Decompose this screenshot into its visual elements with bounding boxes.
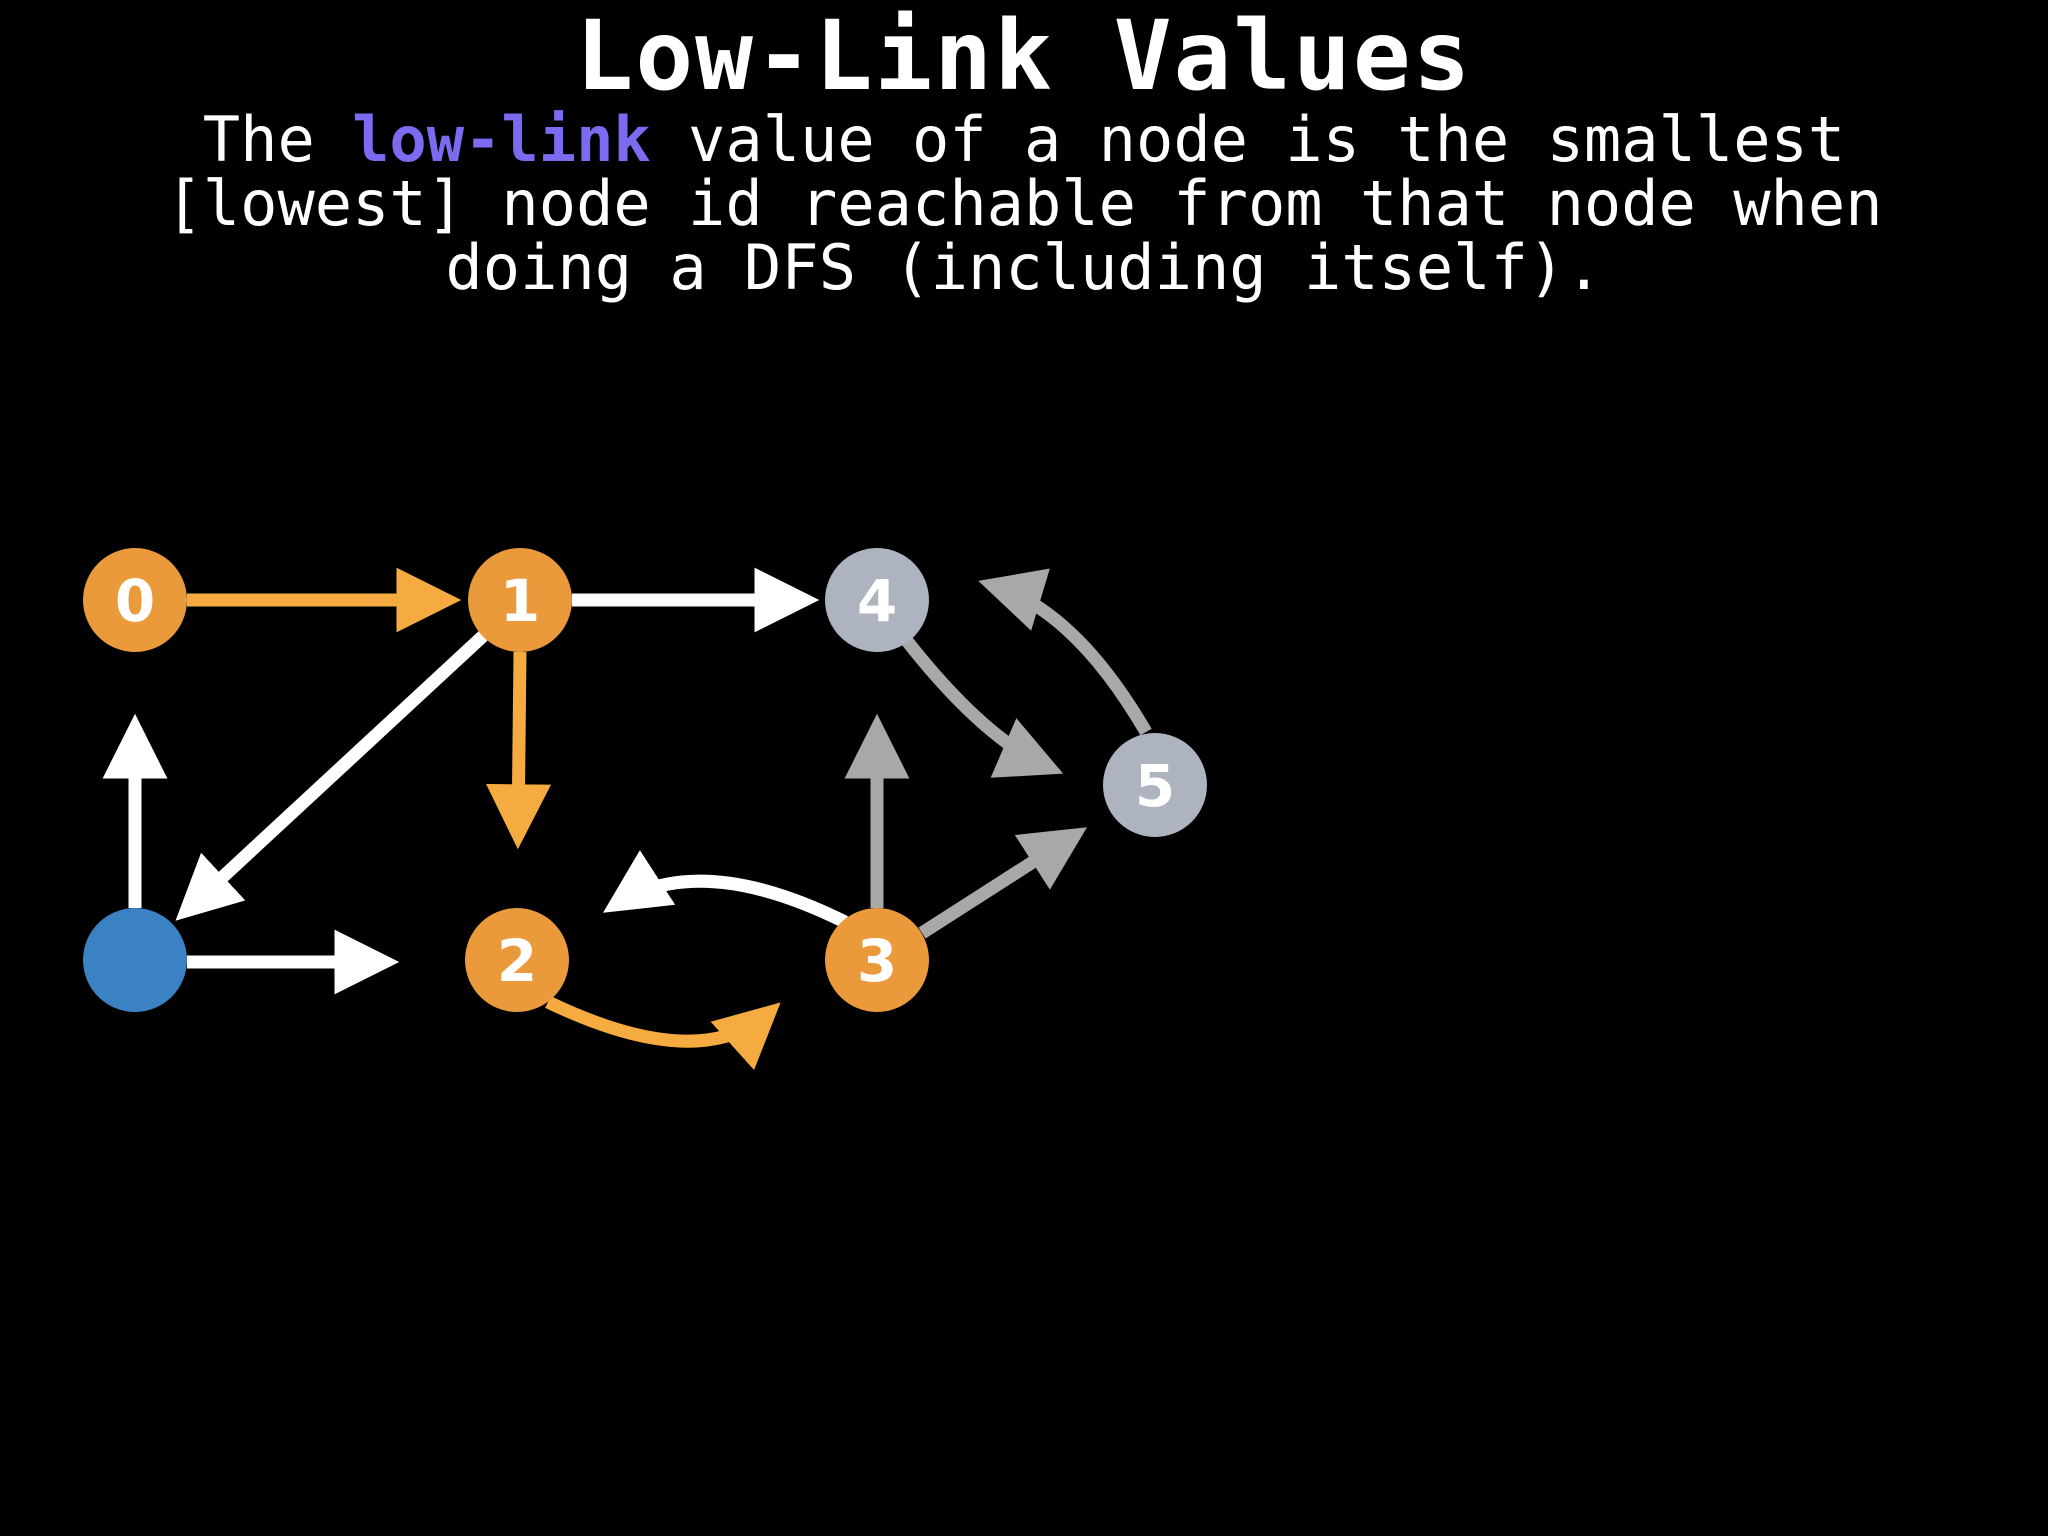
node-circle-3[interactable] xyxy=(825,908,929,1012)
graph-node-1[interactable]: 1 xyxy=(468,548,572,652)
node-circle-0[interactable] xyxy=(83,548,187,652)
graph-node-5[interactable]: 5 xyxy=(1103,733,1207,837)
graph-node-2[interactable]: 2 xyxy=(465,908,569,1012)
edge-5-to-4 xyxy=(978,568,1152,736)
graph-node-3[interactable]: 3 xyxy=(825,908,929,1012)
subtitle-block: The low-link value of a node is the smal… xyxy=(0,108,2048,300)
edge-3-to-5 xyxy=(918,827,1088,939)
subtitle-text-post: value of a node is the smallest xyxy=(650,103,1846,176)
node-circle-2[interactable] xyxy=(465,908,569,1012)
node-layer: 0 1 4 5 xyxy=(83,548,1207,1012)
subtitle-text-pre: The xyxy=(202,103,353,176)
node-circle-1[interactable] xyxy=(468,548,572,652)
node-circle-5[interactable] xyxy=(1103,733,1207,837)
node-circle-blue[interactable] xyxy=(83,908,187,1012)
subtitle-line-3: doing a DFS (including itself). xyxy=(445,231,1603,304)
edge-1-to-blue xyxy=(175,631,488,921)
page-title: Low-Link Values xyxy=(575,0,1473,112)
graph-node-blue[interactable] xyxy=(83,908,187,1012)
low-link-highlight: low-link xyxy=(352,103,651,176)
subtitle-line-2: [lowest] node id reachable from that nod… xyxy=(165,167,1883,240)
edge-2-to-3 xyxy=(545,996,781,1071)
edge-layer xyxy=(102,567,1152,1071)
subtitle-line-1: The low-link value of a node is the smal… xyxy=(0,108,2048,172)
edge-3-to-2 xyxy=(602,850,848,928)
graph-node-4[interactable]: 4 xyxy=(825,548,929,652)
edge-4-to-5 xyxy=(901,636,1064,778)
edge-1-to-2 xyxy=(486,651,552,850)
graph-node-0[interactable]: 0 xyxy=(83,548,187,652)
node-circle-4[interactable] xyxy=(825,548,929,652)
